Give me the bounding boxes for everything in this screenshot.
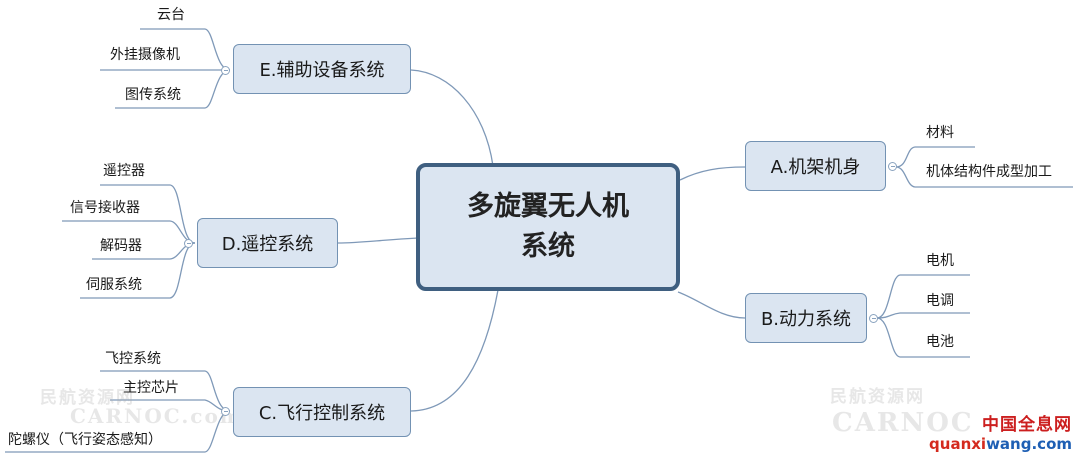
leaf-d-decoder[interactable]: 解码器 <box>100 238 142 254</box>
leaf-e-camera[interactable]: 外挂摄像机 <box>110 47 180 63</box>
leaf-e-image-transmission[interactable]: 图传系统 <box>125 87 181 103</box>
link-b-leaf <box>876 312 970 319</box>
link-b-leaf <box>876 274 970 319</box>
branch-c-flight-control[interactable]: C.飞行控制系统 <box>233 387 411 437</box>
brand-logo: 中国全息网 quanxiwang.com <box>929 415 1072 453</box>
link-central-c <box>410 289 499 412</box>
central-title-line2: 系统 <box>521 231 575 262</box>
collapse-toggle-icon[interactable] <box>221 407 230 416</box>
brand-name-cn: 中国全息网 <box>982 415 1072 435</box>
leaf-a-structure-processing[interactable]: 机体结构件成型加工 <box>926 164 1052 180</box>
leaf-c-gyroscope[interactable]: 陀螺仪（飞行姿态感知） <box>8 432 162 448</box>
collapse-toggle-icon[interactable] <box>869 314 878 323</box>
watermark-right-en: CARNOC <box>832 408 974 438</box>
branch-a-frame[interactable]: A.机架机身 <box>745 141 886 191</box>
central-node[interactable]: 多旋翼无人机 系统 <box>416 163 680 291</box>
link-b-leaf <box>876 317 970 358</box>
brand-domain: quanxiwang.com <box>929 435 1072 453</box>
leaf-d-remote-controller[interactable]: 遥控器 <box>103 163 145 179</box>
leaf-a-materials[interactable]: 材料 <box>926 125 954 141</box>
brand-domain-part1: quanxi <box>929 435 987 453</box>
link-central-a <box>679 166 746 181</box>
link-central-e <box>410 69 494 167</box>
collapse-toggle-icon[interactable] <box>888 162 897 171</box>
branch-d-label: D.遥控系统 <box>221 234 314 255</box>
branch-c-label: C.飞行控制系统 <box>258 403 386 424</box>
leaf-d-receiver[interactable]: 信号接收器 <box>70 200 140 216</box>
branch-e-label: E.辅助设备系统 <box>259 60 385 81</box>
watermark-right: 民航资源网 <box>830 387 925 407</box>
branch-a-label: A.机架机身 <box>770 157 861 178</box>
link-a-leaf <box>895 166 1073 188</box>
leaf-e-gimbal[interactable]: 云台 <box>157 7 185 23</box>
link-central-d <box>337 237 419 244</box>
branch-b-power[interactable]: B.动力系统 <box>745 293 867 343</box>
brand-domain-part2: wang.com <box>986 435 1072 453</box>
leaf-c-main-chip[interactable]: 主控芯片 <box>123 380 179 396</box>
leaf-d-servo[interactable]: 伺服系统 <box>86 277 142 293</box>
collapse-toggle-icon[interactable] <box>184 239 193 248</box>
collapse-toggle-icon[interactable] <box>221 66 230 75</box>
watermark-left: 民航资源网 <box>40 388 135 408</box>
leaf-c-flight-controller[interactable]: 飞控系统 <box>105 351 161 367</box>
branch-d-remote[interactable]: D.遥控系统 <box>197 218 338 268</box>
leaf-b-motor[interactable]: 电机 <box>926 253 954 269</box>
branch-e-auxiliary[interactable]: E.辅助设备系统 <box>233 44 411 94</box>
central-title-line1: 多旋翼无人机 <box>467 191 629 222</box>
link-central-b <box>677 291 746 319</box>
branch-b-label: B.动力系统 <box>760 309 852 330</box>
leaf-b-battery[interactable]: 电池 <box>926 334 954 350</box>
link-a-leaf <box>895 146 975 168</box>
watermark-left-en: CARNOC.com <box>70 404 243 428</box>
leaf-b-esc[interactable]: 电调 <box>926 293 954 309</box>
